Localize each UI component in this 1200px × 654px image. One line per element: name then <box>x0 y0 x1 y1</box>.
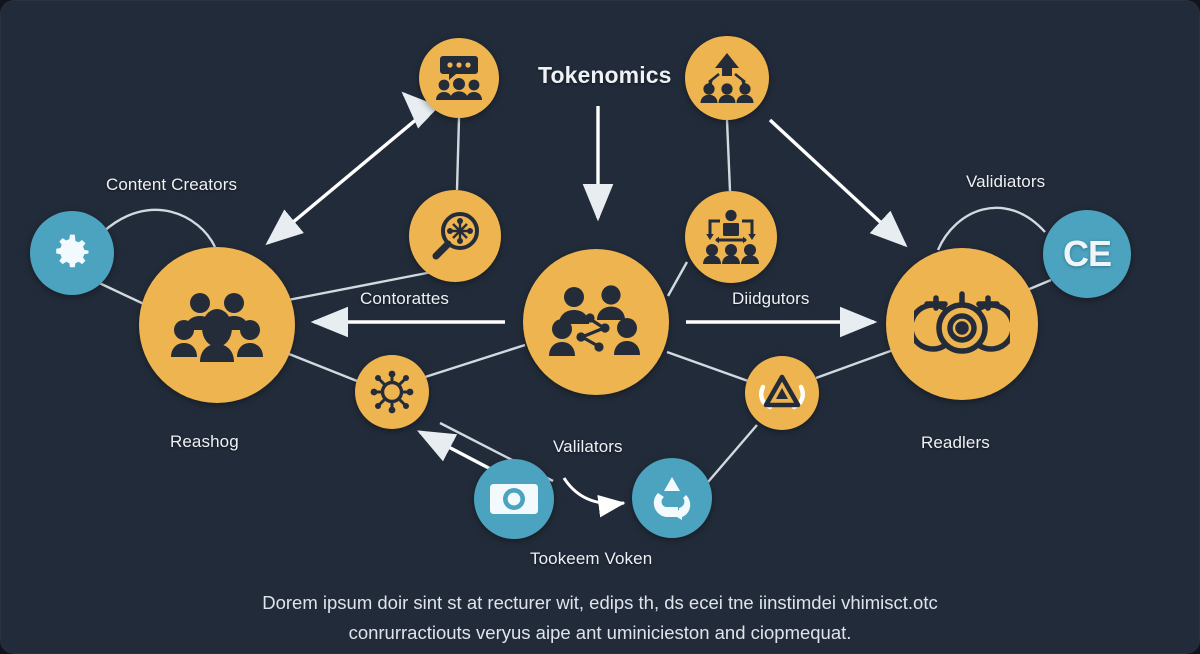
label-reashog: Reashog <box>170 432 239 451</box>
curved-arrow-tokens <box>562 477 626 518</box>
triple-target-icon <box>914 288 1010 360</box>
node-content-creators-group[interactable] <box>139 247 295 403</box>
node-reuse[interactable] <box>632 458 712 538</box>
caption-line-2: conrurractiouts veryus aipe ant uminicie… <box>348 622 852 643</box>
node-camera[interactable] <box>474 459 554 539</box>
node-network-hub[interactable] <box>355 355 429 429</box>
label-valilators: Valilators <box>553 437 623 456</box>
people-network-icon <box>549 282 643 362</box>
node-ce-badge[interactable]: CE <box>1043 210 1131 298</box>
people-group-icon <box>171 286 263 364</box>
distribution-flow-icon <box>702 209 760 265</box>
label-tookeem-voken: Tookeem Voken <box>530 549 653 568</box>
label-validiators: Validiators <box>966 172 1046 191</box>
node-distribution[interactable] <box>685 191 777 283</box>
node-triangle-cycle[interactable] <box>745 356 819 430</box>
node-community-meeting[interactable] <box>419 38 499 118</box>
team-hierarchy-icon <box>700 52 754 104</box>
node-team-hierarchy[interactable] <box>685 36 769 120</box>
node-discovery-search[interactable] <box>409 190 501 282</box>
camera-icon <box>490 480 538 518</box>
recycle-arrow-icon <box>648 475 696 521</box>
page-title: Tokenomics <box>538 62 672 88</box>
node-central-network[interactable] <box>523 249 669 395</box>
caption-line-1: Dorem ipsum doir sint st at recturer wit… <box>262 592 938 613</box>
node-gear[interactable] <box>30 211 114 295</box>
people-chat-icon <box>434 55 484 101</box>
ce-text-badge: CE <box>1062 233 1112 274</box>
label-diidgutors: Diidgutors <box>732 289 810 308</box>
label-readlers: Readlers <box>921 433 990 452</box>
gear-icon <box>50 231 94 275</box>
magnifier-network-icon <box>427 208 483 264</box>
label-content-creators: Content Creators <box>106 175 238 194</box>
triangle-cycle-icon <box>758 371 806 415</box>
connector-lines <box>94 117 1052 483</box>
hub-spoke-icon <box>370 370 414 414</box>
node-readers-target[interactable] <box>886 248 1038 400</box>
label-contorattes: Contorattes <box>360 289 449 308</box>
